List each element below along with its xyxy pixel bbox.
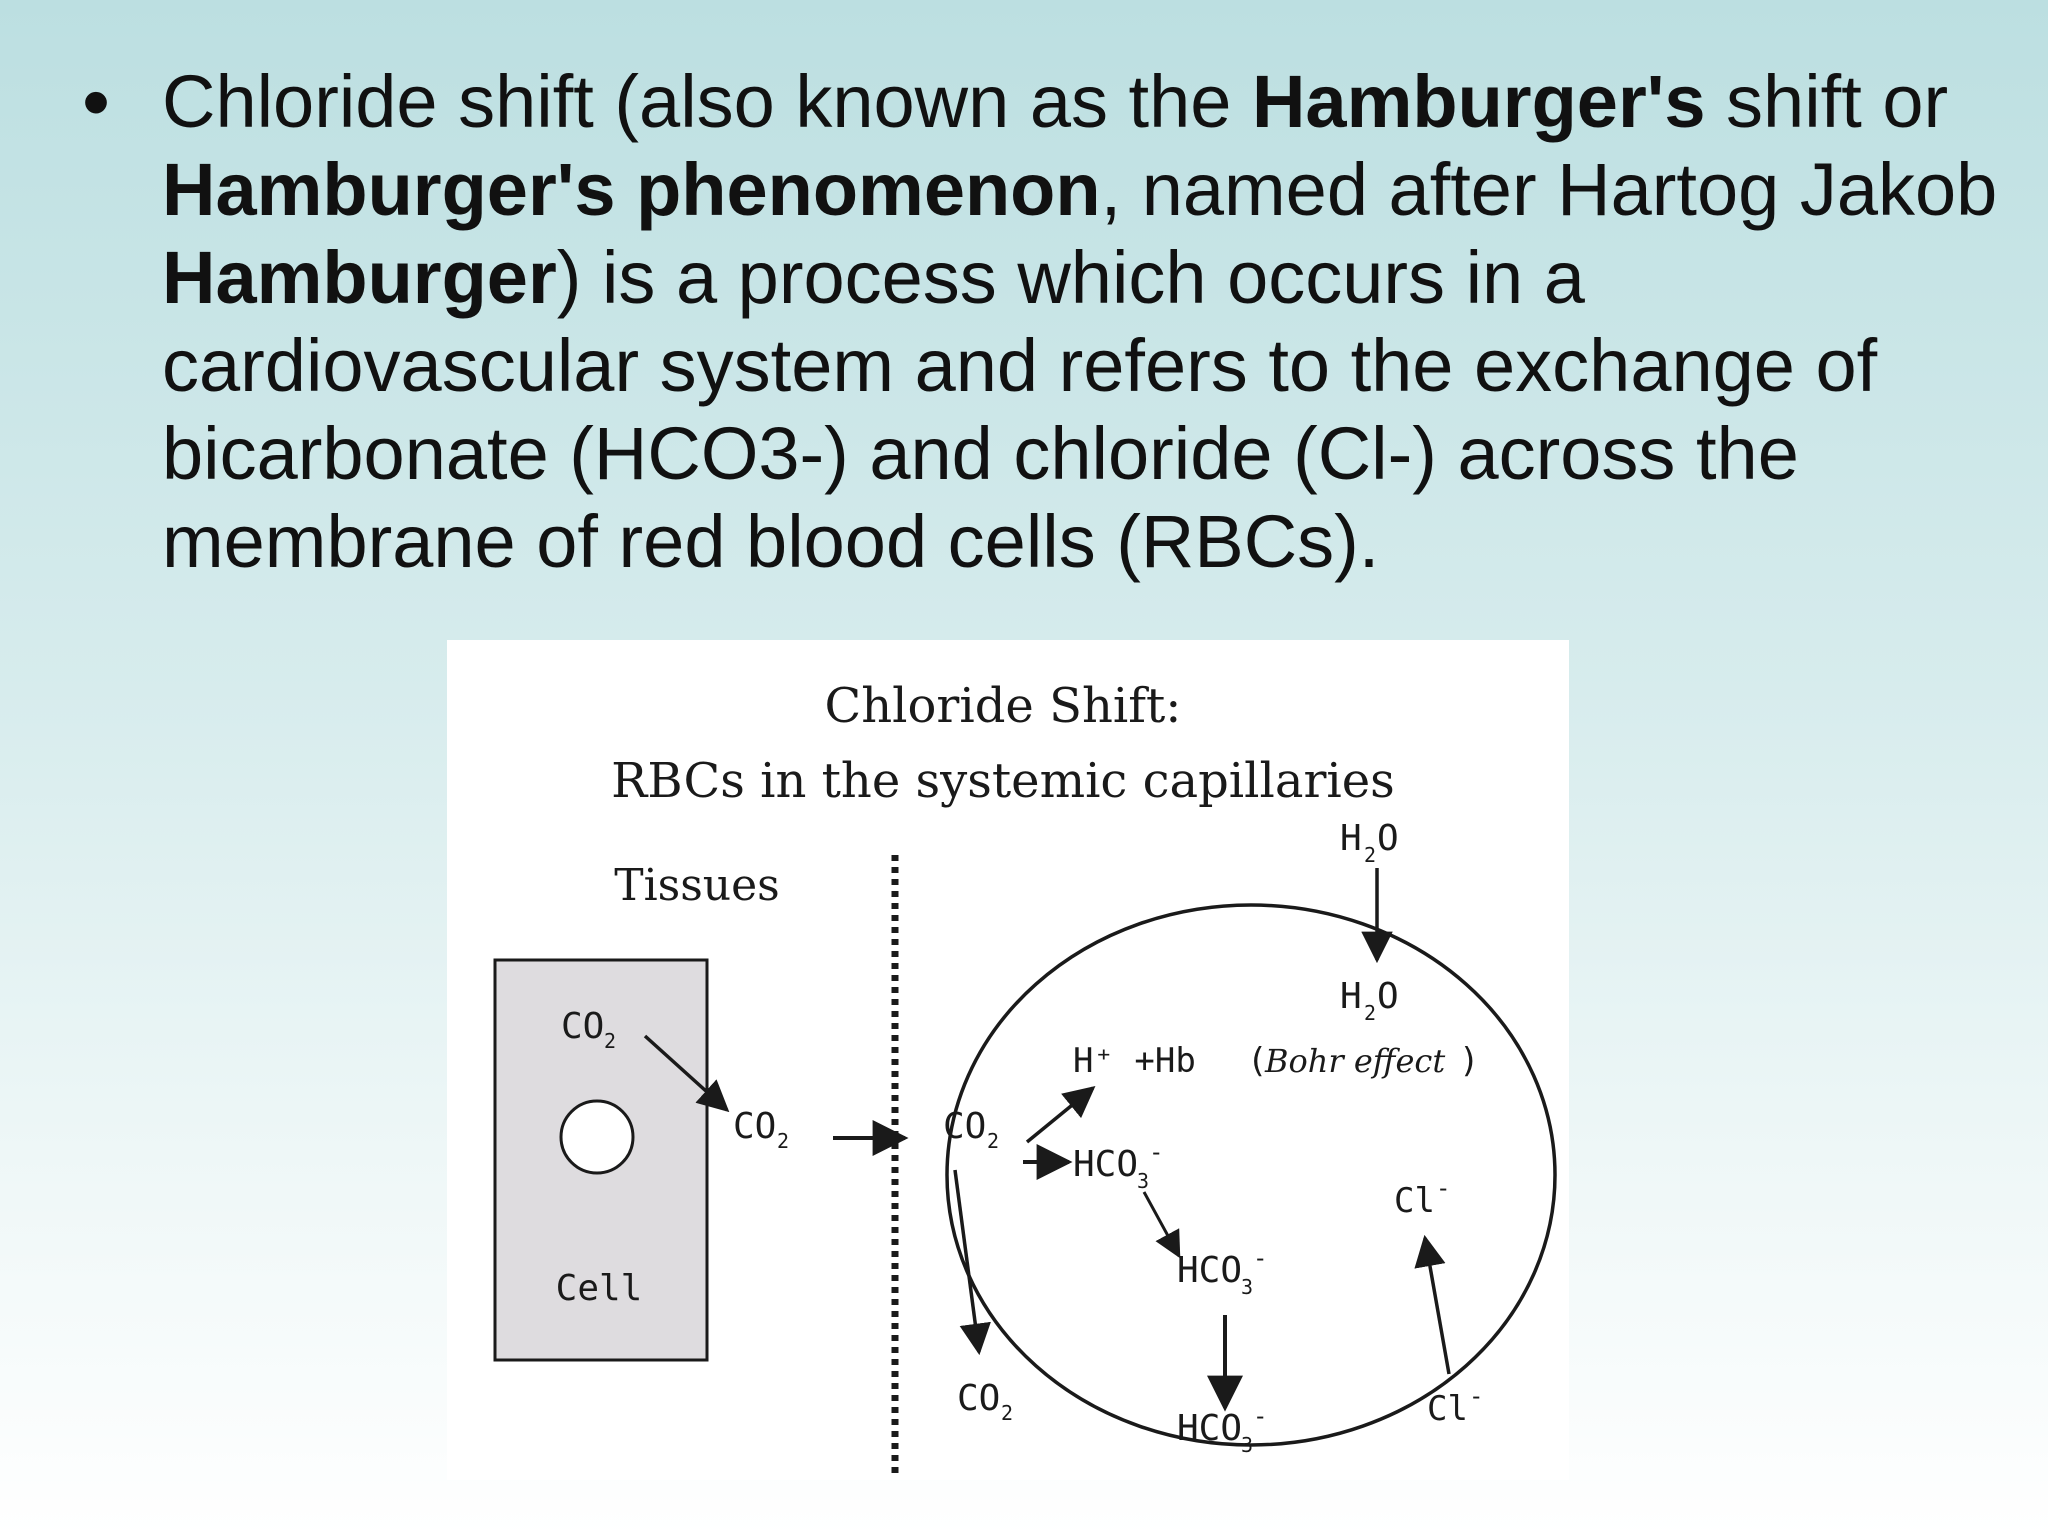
co2-dissolved: CO 2 (957, 1378, 1013, 1425)
bohr-paren-open: ( (1247, 1041, 1267, 1081)
co2-interstitial-sub: 2 (777, 1129, 789, 1153)
co2-in-cell-sub: 2 (604, 1029, 616, 1053)
cl-inside-sup: - (1436, 1174, 1450, 1202)
hco3-inside-1-sub: 3 (1137, 1169, 1149, 1193)
diagram-subtitle: RBCs in the systemic capillaries (611, 753, 1395, 809)
h2o-outside: H 2 O (1340, 818, 1399, 867)
h-plus-hb-label: H⁺ +Hb (1073, 1041, 1196, 1081)
cl-outside-sup: - (1469, 1382, 1483, 1410)
co2-interstitial-symbol: CO (733, 1106, 776, 1147)
arrow-to-h-plus (1025, 1086, 1096, 1144)
hco3-inside-2: HCO 3 - (1177, 1244, 1267, 1299)
bullet-segment-4: , named after Hartog Jakob (1100, 148, 1998, 231)
hco3-outside-symbol: HCO (1177, 1408, 1242, 1449)
hco3-inside-2-sup: - (1253, 1244, 1267, 1272)
cl-outside: Cl - (1427, 1382, 1483, 1429)
cell-nucleus (559, 1099, 635, 1175)
hco3-inside-1-symbol: HCO (1073, 1144, 1138, 1185)
tissues-label: Tissues (614, 860, 780, 911)
cl-outside-symbol: Cl (1427, 1389, 1468, 1429)
bullet-segment-6: ) is a process which occurs in a cardiov… (162, 236, 1878, 583)
chloride-shift-diagram: Chloride Shift: RBCs in the systemic cap… (447, 640, 1569, 1480)
bohr-effect-label: Bohr effect (1264, 1042, 1445, 1080)
arrow-hco3-to-membrane (1142, 1191, 1181, 1259)
diagram-svg: Chloride Shift: RBCs in the systemic cap… (493, 678, 1569, 1478)
h2o-outside-o: O (1377, 818, 1399, 859)
bullet-segment-3: Hamburger's phenomenon (162, 148, 1101, 231)
h2o-inside-o: O (1377, 976, 1399, 1017)
co2-interstitial: CO 2 (733, 1106, 789, 1153)
bullet-point: • Chloride shift (also known as the Hamb… (82, 58, 2022, 586)
cl-inside-symbol: Cl (1394, 1181, 1435, 1221)
arrow-cl-into-rbc (1414, 1234, 1451, 1375)
co2-in-cell-symbol: CO (561, 1006, 604, 1047)
bullet-segment-1: Hamburger's (1251, 60, 1706, 143)
hco3-inside-1-sup: - (1149, 1138, 1163, 1166)
bullet-text: Chloride shift (also known as the Hambur… (162, 58, 2022, 586)
bullet-segment-0: Chloride shift (also known as the (162, 60, 1252, 143)
h2o-inside: H 2 O (1340, 976, 1399, 1025)
h2o-inside-sub: 2 (1364, 1001, 1376, 1025)
h2o-inside-h: H (1340, 976, 1362, 1017)
hco3-inside-2-sub: 3 (1241, 1275, 1253, 1299)
cell-label: Cell (556, 1268, 643, 1309)
hco3-outside-sup: - (1253, 1402, 1267, 1430)
hco3-outside-sub: 3 (1241, 1433, 1253, 1457)
h2o-outside-sub: 2 (1364, 843, 1376, 867)
bullet-segment-2: shift or (1705, 60, 1949, 143)
co2-plasma-sub: 2 (987, 1129, 999, 1153)
hco3-inside-1: HCO 3 - (1073, 1138, 1163, 1193)
co2-dissolved-symbol: CO (957, 1378, 1000, 1419)
red-blood-cell (945, 903, 1557, 1447)
rbc-edge-mask (1561, 1160, 1569, 1220)
hco3-outside: HCO 3 - (1177, 1402, 1267, 1457)
co2-in-cell: CO 2 (561, 1006, 616, 1053)
arrow-co2-out-of-cell (643, 1034, 730, 1113)
h2o-outside-h: H (1340, 818, 1362, 859)
bullet-marker: • (82, 57, 111, 146)
diagram-title: Chloride Shift: (825, 678, 1182, 734)
cl-inside: Cl - (1394, 1174, 1450, 1221)
bohr-paren-close: ) (1459, 1041, 1479, 1081)
hco3-inside-2-symbol: HCO (1177, 1250, 1242, 1291)
co2-dissolved-sub: 2 (1001, 1401, 1013, 1425)
bullet-segment-5: Hamburger (162, 236, 557, 319)
arrow-co2-dissolved (953, 1169, 991, 1356)
